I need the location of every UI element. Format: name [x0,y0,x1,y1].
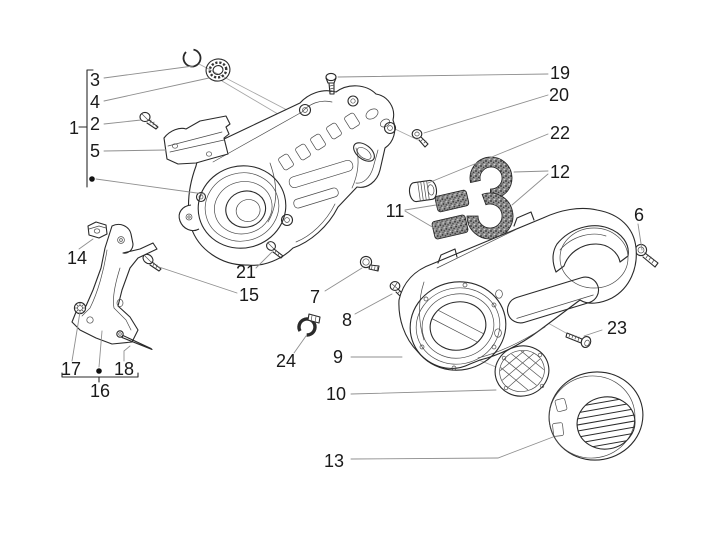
callout-7[interactable]: 7 [310,287,320,307]
callouts: 1 2 3 4 5 6 7 8 9 10 11 12 13 14 15 16 1… [61,63,644,471]
part-screw-6 [634,243,659,268]
part-plug-22 [408,179,438,203]
group-bullet-16 [96,368,102,374]
part-bearing-4 [205,58,231,82]
part-clip-14 [87,221,108,239]
callout-21[interactable]: 21 [236,262,256,282]
callout-19[interactable]: 19 [550,63,570,83]
callout-6[interactable]: 6 [634,205,644,225]
part-screw-19 [325,72,337,95]
callout-1[interactable]: 1 [69,118,79,138]
callout-4[interactable]: 4 [90,92,100,112]
part-screw-2 [139,111,159,130]
part-foam-blocks-11 [431,189,470,240]
callout-5[interactable]: 5 [90,141,100,161]
part-screw-23 [565,332,592,349]
callout-14[interactable]: 14 [67,248,87,268]
part-screw-20 [411,129,429,148]
callout-9[interactable]: 9 [333,347,343,367]
flange-screw-holes [419,282,497,371]
callout-11[interactable]: 11 [386,201,405,221]
part-clamp-24 [297,313,321,337]
callout-20[interactable]: 20 [549,85,569,105]
part-heat-shield-5 [163,115,231,165]
callout-24[interactable]: 24 [276,351,296,371]
part-pin-18 [116,330,153,351]
callout-10[interactable]: 10 [326,384,346,404]
part-washer-17 [73,301,87,315]
callout-8[interactable]: 8 [342,310,352,330]
part-rear-cover-9 [398,207,637,371]
part-clip-7 [359,255,380,272]
callout-16[interactable]: 16 [90,381,110,401]
part-bracket-16 [71,223,158,345]
callout-17[interactable]: 17 [61,359,81,379]
part-screw-21 [266,241,284,259]
part-grille-cover-13 [548,371,644,461]
callout-15[interactable]: 15 [239,285,259,305]
callout-18[interactable]: 18 [114,359,134,379]
callout-13[interactable]: 13 [324,451,344,471]
callout-12[interactable]: 12 [550,162,570,182]
part-mesh-disc-10 [494,345,550,397]
callout-23[interactable]: 23 [607,318,627,338]
vent-slots [278,108,390,209]
group-bullet-1 [89,176,95,182]
callout-22[interactable]: 22 [550,123,570,143]
callout-3[interactable]: 3 [90,70,100,90]
leader-lines [61,65,643,460]
part-main-cover [178,85,397,266]
callout-2[interactable]: 2 [90,114,100,134]
part-foam-rings-12 [466,156,514,240]
part-circlip-3 [182,48,202,68]
